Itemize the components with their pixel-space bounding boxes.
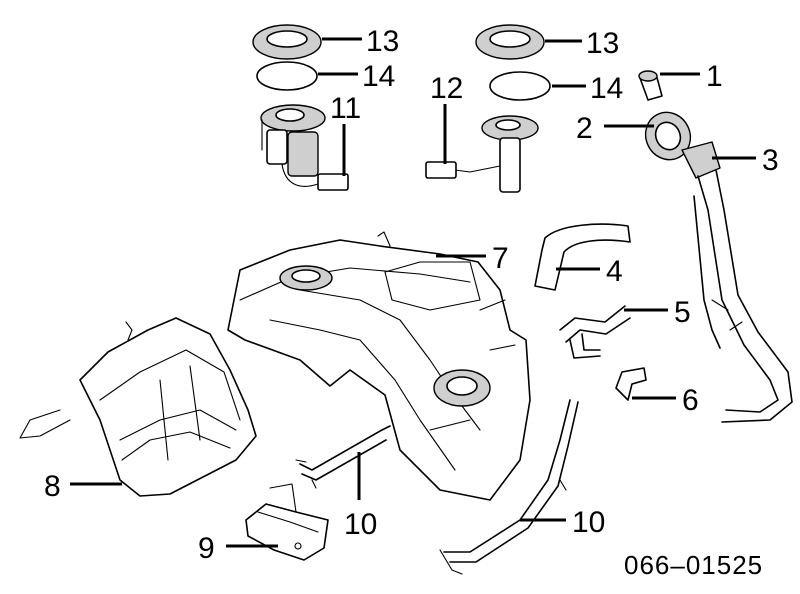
callout-3: 3 xyxy=(762,144,779,177)
callout-10-left: 10 xyxy=(344,508,377,541)
callout-7: 7 xyxy=(492,242,509,275)
callout-13-left: 13 xyxy=(366,25,399,58)
callout-4: 4 xyxy=(606,255,623,288)
leader-lines xyxy=(70,37,756,548)
callout-10-right: 10 xyxy=(572,506,605,539)
callout-13-right: 13 xyxy=(586,27,619,60)
part-9-bracket xyxy=(245,483,329,561)
callout-11: 11 xyxy=(330,92,361,125)
part-5-vent-tube xyxy=(559,305,631,359)
part-10-tank-strap-left xyxy=(295,425,391,489)
callout-1: 1 xyxy=(706,60,723,93)
part-3-filler-pipe xyxy=(681,141,793,423)
part-14-gasket-right xyxy=(489,71,551,101)
diagram-reference-code: 066–01525 xyxy=(624,550,763,580)
part-14-gasket-left xyxy=(256,61,318,91)
part-10-tank-strap-right xyxy=(439,399,579,575)
part-13-lock-ring-right xyxy=(475,24,545,60)
part-7-fuel-tank xyxy=(227,231,531,501)
callout-6: 6 xyxy=(682,384,699,417)
callout-14-left: 14 xyxy=(362,60,395,93)
part-11-fuel-pump-assembly xyxy=(260,104,349,191)
part-1-fuel-filler-cap xyxy=(638,70,663,101)
part-6-elbow-hose xyxy=(615,367,647,401)
part-4-hose xyxy=(534,223,631,291)
callout-8: 8 xyxy=(44,470,61,503)
part-8-heat-shield xyxy=(19,317,257,497)
callout-5: 5 xyxy=(674,296,691,329)
callout-9: 9 xyxy=(198,532,215,565)
callout-2: 2 xyxy=(576,112,593,145)
part-2-filler-seal xyxy=(644,111,692,161)
part-13-lock-ring-left xyxy=(252,24,322,60)
callout-14-right: 14 xyxy=(590,72,623,105)
part-12-fuel-level-sender xyxy=(425,115,539,193)
callout-12: 12 xyxy=(430,72,463,105)
